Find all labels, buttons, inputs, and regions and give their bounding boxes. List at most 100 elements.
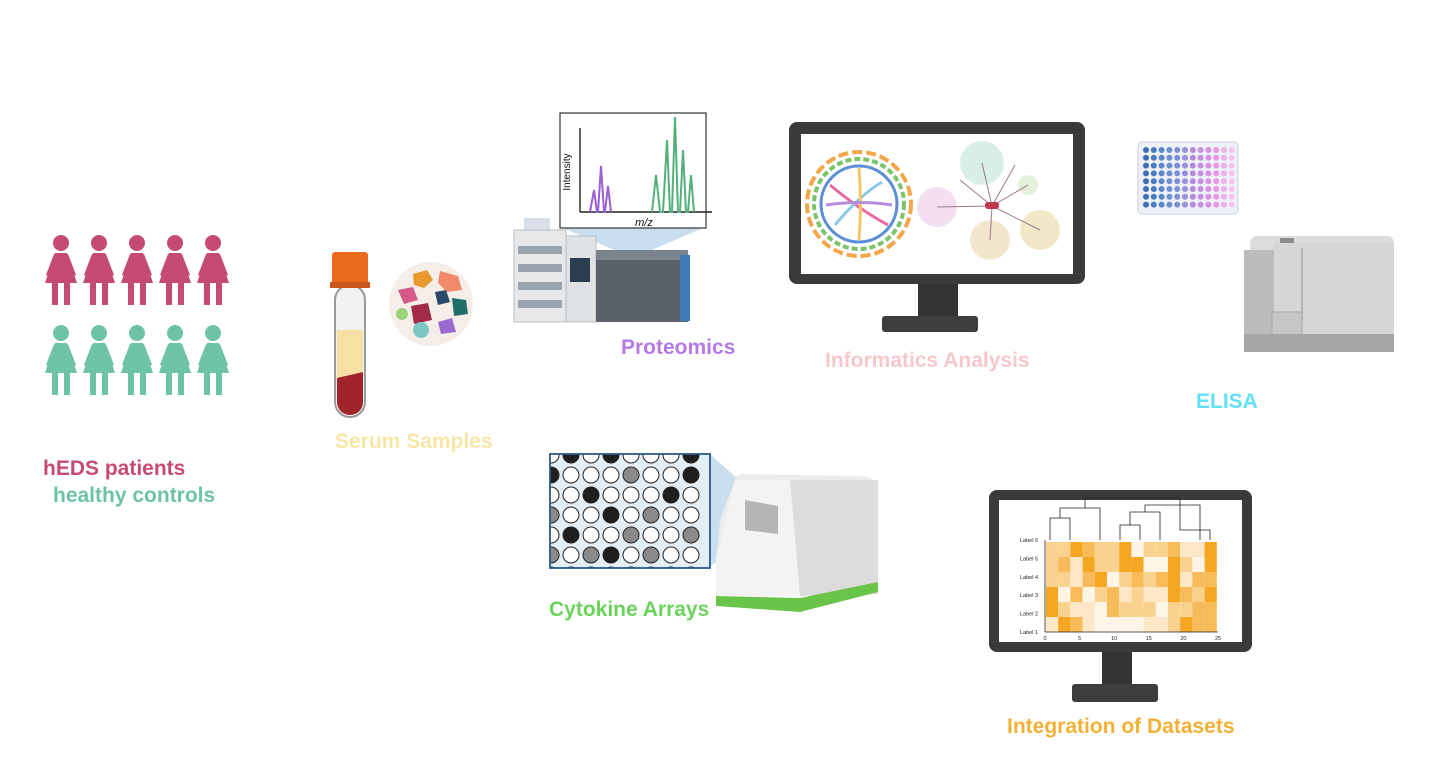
array-spot: [550, 486, 560, 504]
elisa-well: [1182, 154, 1188, 161]
array-spot: [562, 486, 580, 504]
elisa-well: [1205, 170, 1212, 177]
cytokine-arrays-label: Cytokine Arrays: [549, 598, 710, 621]
heatmap-cell: [1168, 587, 1181, 602]
elisa-well: [1158, 201, 1165, 208]
array-spot: [662, 466, 680, 484]
mass-spectrometer-icon: [513, 218, 703, 323]
array-spot: [582, 466, 600, 484]
array-spot: [682, 546, 700, 564]
elisa-well: [1213, 178, 1220, 185]
heatmap-cell: [1168, 572, 1181, 587]
heatmap-cell: [1192, 557, 1205, 572]
heatmap-cell: [1082, 602, 1095, 617]
elisa-well: [1205, 201, 1212, 208]
heatmap-cell: [1192, 572, 1205, 587]
elisa-well: [1221, 154, 1227, 161]
heatmap-row-label: Label 6: [1020, 538, 1038, 544]
elisa-well: [1205, 178, 1212, 185]
elisa-plate-icon: [1137, 141, 1239, 215]
elisa-well: [1158, 162, 1165, 169]
elisa-well: [1197, 154, 1204, 161]
array-spot: [562, 526, 580, 544]
elisa-well: [1166, 154, 1173, 161]
patients-label: hEDS patients: [43, 457, 186, 480]
heatmap-cell: [1155, 587, 1168, 602]
heatmap-cell: [1180, 602, 1193, 617]
array-spot: [622, 454, 640, 464]
elisa-well: [1189, 201, 1196, 208]
elisa-well: [1174, 186, 1181, 192]
integration-label: Integration of Datasets: [1007, 715, 1235, 738]
heatmap-cell: [1082, 557, 1095, 572]
array-spot: [550, 466, 560, 484]
array-spot: [550, 566, 556, 568]
protein-mix-icon: [389, 262, 473, 346]
heatmap-cell: [1180, 557, 1193, 572]
elisa-well: [1221, 147, 1227, 153]
heatmap-cell: [1143, 617, 1156, 632]
heatmap-cell: [1119, 572, 1132, 587]
heatmap-cell: [1143, 542, 1156, 557]
elisa-well: [1143, 162, 1149, 169]
elisa-well: [1221, 193, 1227, 200]
heatmap-cell: [1192, 602, 1205, 617]
heatmap-cell: [1143, 557, 1156, 572]
heatmap-cell: [1070, 557, 1083, 572]
elisa-well: [1197, 178, 1204, 185]
heatmap-cell: [1131, 542, 1144, 557]
array-spot: [682, 506, 700, 524]
heatmap-cell: [1180, 572, 1193, 587]
elisa-well: [1205, 162, 1212, 169]
elisa-well: [1158, 154, 1165, 161]
heatmap-cell: [1155, 542, 1168, 557]
heatmap-cell: [1070, 542, 1083, 557]
array-spot: [662, 526, 680, 544]
array-spot: [682, 526, 700, 544]
array-spot: [642, 506, 660, 524]
heatmap-cell: [1082, 572, 1095, 587]
elisa-well: [1182, 147, 1188, 153]
heatmap-cell: [1180, 542, 1193, 557]
elisa-well: [1174, 201, 1181, 208]
elisa-well: [1174, 154, 1181, 161]
elisa-well: [1182, 201, 1188, 208]
controls-label: healthy controls: [53, 484, 216, 507]
array-spot: [602, 506, 620, 524]
elisa-well: [1197, 201, 1204, 208]
elisa-well: [1205, 193, 1212, 200]
elisa-well: [1221, 178, 1227, 185]
elisa-well: [1150, 201, 1157, 208]
array-spot: [550, 546, 560, 564]
elisa-well: [1205, 186, 1212, 192]
array-spot: [602, 526, 620, 544]
heatmap-cell: [1168, 542, 1181, 557]
elisa-well: [1221, 186, 1227, 192]
elisa-well: [1189, 178, 1196, 185]
heatmap-cell: [1131, 617, 1144, 632]
elisa-well: [1158, 178, 1165, 185]
elisa-well: [1143, 186, 1149, 192]
array-spot: [582, 486, 600, 504]
elisa-well: [1143, 193, 1149, 200]
heatmap-cell: [1107, 617, 1120, 632]
heatmap-cell: [1046, 602, 1059, 617]
array-spot: [662, 454, 680, 464]
spectrum-y-label: Intensity: [562, 153, 573, 190]
array-spot: [582, 454, 600, 464]
heatmap-cell: [1046, 572, 1059, 587]
heatmap-cell: [1168, 557, 1181, 572]
integration-monitor-icon: [989, 490, 1252, 702]
array-spot: [550, 526, 560, 544]
control-figures: [45, 325, 229, 395]
heatmap-cell: [1143, 602, 1156, 617]
elisa-well: [1182, 186, 1188, 192]
heatmap-cell: [1070, 617, 1083, 632]
elisa-well: [1166, 178, 1173, 185]
heatmap-cell: [1204, 542, 1217, 557]
heatmap-cell: [1119, 617, 1132, 632]
heatmap-cell: [1155, 602, 1168, 617]
array-spot: [622, 546, 640, 564]
